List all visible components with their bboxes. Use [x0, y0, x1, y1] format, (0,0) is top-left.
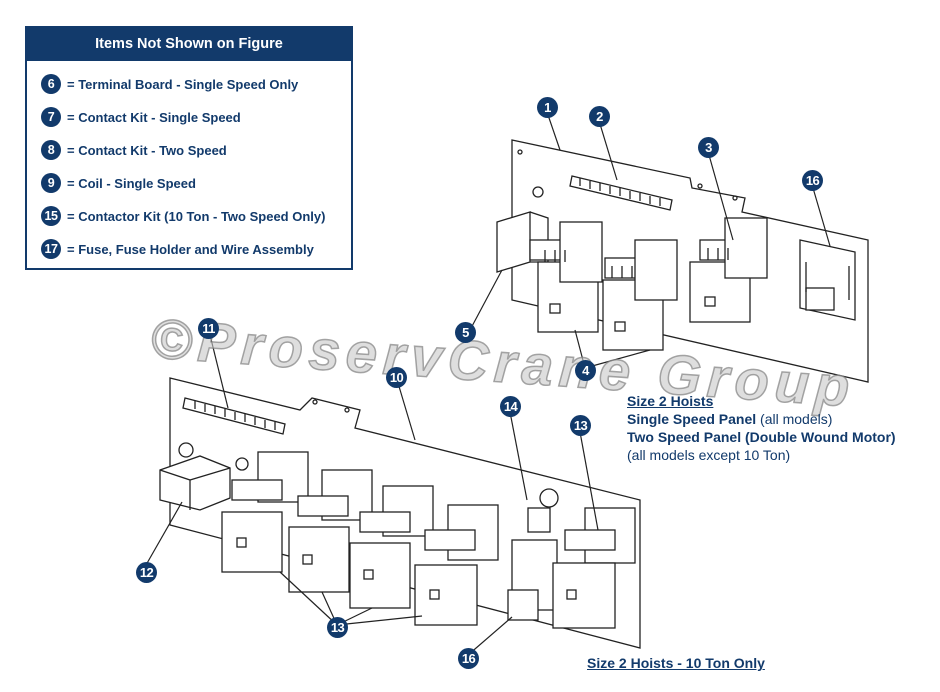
- callout-16-lower: 16: [458, 648, 479, 669]
- caption-line-2: Two Speed Panel (Double Wound Motor): [627, 428, 896, 446]
- lower-contactor: [349, 485, 434, 609]
- callout-12: 12: [136, 562, 157, 583]
- callout-14: 14: [500, 396, 521, 417]
- lower-contactor: [552, 507, 636, 629]
- legend-item: 8 = Contact Kit - Two Speed: [41, 140, 227, 160]
- upper-contactor: [602, 239, 678, 351]
- upper-terminal-board: [799, 239, 856, 321]
- lower-contactor: [414, 504, 499, 626]
- callout-4: 4: [575, 360, 596, 381]
- legend-item-text: = Fuse, Fuse Holder and Wire Assembly: [67, 241, 314, 257]
- legend-item-text: = Contact Kit - Single Speed: [67, 109, 241, 125]
- callout-10: 10: [386, 367, 407, 388]
- item-number-badge: 7: [41, 107, 61, 127]
- item-number-badge: 17: [41, 239, 61, 259]
- lower-contactor: [288, 469, 373, 593]
- caption-line-1-normal: (all models): [756, 411, 833, 427]
- lower-small-terminal: [527, 488, 559, 533]
- caption-line-3: (all models except 10 Ton): [627, 447, 791, 463]
- callout-13-group: 13: [327, 617, 348, 638]
- item-number-badge: 9: [41, 173, 61, 193]
- callout-5: 5: [455, 322, 476, 343]
- item-number-badge: 6: [41, 74, 61, 94]
- legend-item-text: = Contact Kit - Two Speed: [67, 142, 227, 158]
- lower-terminal-board: [507, 539, 558, 621]
- legend-item-text: = Coil - Single Speed: [67, 175, 196, 191]
- caption-line-1-bold: Single Speed Panel: [627, 411, 757, 427]
- caption-heading: Size 2 Hoists: [627, 393, 714, 409]
- item-number-badge: 8: [41, 140, 61, 160]
- callout-1: 1: [537, 97, 558, 118]
- legend-item: 9 = Coil - Single Speed: [41, 173, 196, 193]
- lower-contactor: [221, 451, 309, 573]
- upper-terminal-strip: [569, 175, 673, 211]
- upper-panel-caption: Size 2 Hoists Single Speed Panel (all mo…: [627, 392, 896, 464]
- lower-leader-lines: [145, 334, 599, 656]
- lower-transformer: [159, 442, 249, 511]
- legend-item: 15 = Contactor Kit (10 Ton - Two Speed O…: [41, 206, 325, 226]
- caption-line-1: Single Speed Panel (all models): [627, 410, 896, 428]
- lower-panel-caption: Size 2 Hoists - 10 Ton Only: [587, 655, 765, 671]
- callout-16-upper: 16: [802, 170, 823, 191]
- upper-contactor: [529, 221, 603, 333]
- callout-3: 3: [698, 137, 719, 158]
- item-number-badge: 15: [41, 206, 61, 226]
- legend-item: 17 = Fuse, Fuse Holder and Wire Assembly: [41, 239, 314, 259]
- callout-11: 11: [198, 318, 219, 339]
- upper-panel-drawing: [469, 114, 869, 383]
- lower-terminal-strip: [182, 397, 286, 435]
- lower-panel-drawing: [145, 334, 641, 656]
- callout-13-right: 13: [570, 415, 591, 436]
- callout-2: 2: [589, 106, 610, 127]
- legend-box: Items Not Shown on Figure 6 = Terminal B…: [25, 26, 353, 270]
- upper-contactor: [689, 217, 768, 323]
- legend-item-text: = Terminal Board - Single Speed Only: [67, 76, 299, 92]
- legend-title: Items Not Shown on Figure: [27, 28, 351, 61]
- upper-transformer: [496, 186, 549, 273]
- legend-item: 6 = Terminal Board - Single Speed Only: [41, 74, 298, 94]
- legend-item: 7 = Contact Kit - Single Speed: [41, 107, 241, 127]
- legend-item-text: = Contactor Kit (10 Ton - Two Speed Only…: [67, 208, 326, 224]
- caption-line-2-bold: Two Speed Panel (Double Wound Motor): [627, 429, 896, 445]
